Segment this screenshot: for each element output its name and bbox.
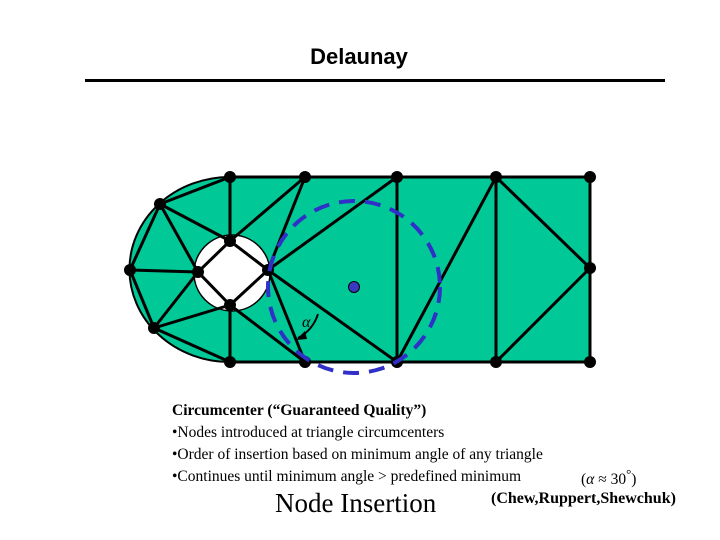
circumcenter-node [348, 281, 360, 293]
caption-bullet: •Order of insertion based on minimum ang… [172, 446, 543, 463]
subtitle: Node Insertion [275, 488, 437, 518]
mesh-node [224, 235, 236, 247]
title-rule [85, 79, 665, 82]
mesh-node [148, 322, 160, 334]
mesh-node [490, 356, 502, 368]
mesh-nodes [124, 171, 596, 368]
angle-formula: (α ≈ 30°) [581, 466, 637, 489]
mesh-node [224, 356, 236, 368]
mesh-node [224, 299, 236, 311]
slide-title: Delaunay [0, 44, 720, 70]
caption-heading: Circumcenter (“Guaranteed Quality”) [172, 402, 427, 419]
formula-symbol: α [586, 471, 595, 489]
formula-degree: ° [626, 466, 632, 481]
circumcircle [266, 199, 442, 375]
mesh-node [584, 262, 596, 274]
credits: (Chew,Ruppert,Shewchuk) [491, 490, 676, 507]
caption: Circumcenter (“Guaranteed Quality”) •Nod… [172, 400, 543, 488]
angle-label: α [302, 314, 311, 331]
mesh-node [124, 264, 136, 276]
caption-bullet: •Continues until minimum angle > predefi… [172, 468, 522, 485]
mesh-node [224, 171, 236, 183]
mesh-node [192, 266, 204, 278]
mesh-node [154, 198, 166, 210]
angle-arrowhead [296, 331, 307, 340]
mesh-node [299, 171, 311, 183]
slide-title-text: Delaunay [310, 44, 408, 69]
mesh-node [584, 356, 596, 368]
caption-bullet: •Nodes introduced at triangle circumcent… [172, 424, 445, 441]
mesh-node [584, 171, 596, 183]
mesh-node [490, 171, 502, 183]
formula-relation: ≈ [598, 471, 607, 489]
formula-value: 30 [610, 471, 627, 489]
mesh-node [391, 171, 403, 183]
